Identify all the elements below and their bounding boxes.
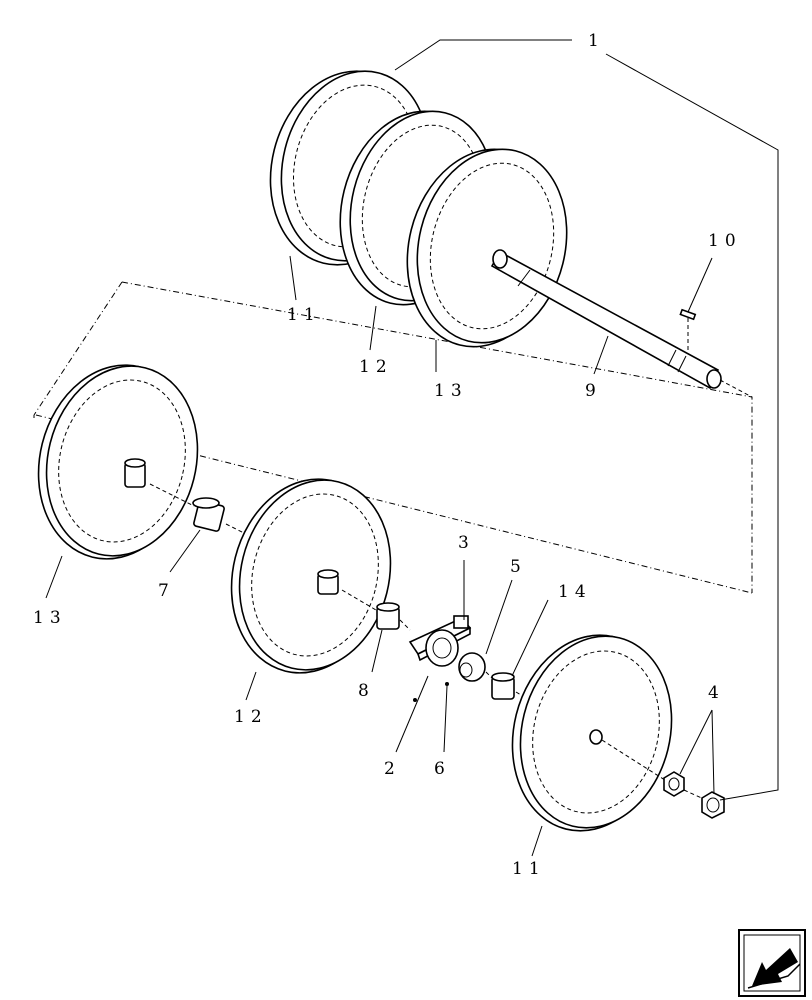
callout-10: 10 xyxy=(708,231,742,251)
bushing-8 xyxy=(376,602,400,630)
callout-12-mid: 12 xyxy=(234,707,268,727)
callout-11-bottom: 11 xyxy=(512,859,546,879)
disc-13-left xyxy=(37,364,199,560)
callout-13-left: 13 xyxy=(33,608,67,628)
bearing-housing-3 xyxy=(408,615,472,667)
callout-4: 4 xyxy=(708,683,725,703)
disc-12-mid xyxy=(230,478,392,674)
leader-lines xyxy=(45,39,779,857)
disc-11-bottom xyxy=(511,634,673,832)
nut-4a xyxy=(663,771,685,797)
back-arrow-icon[interactable] xyxy=(738,929,806,997)
callout-1: 1 xyxy=(588,31,605,51)
callout-13-top: 13 xyxy=(434,381,468,401)
callout-3: 3 xyxy=(458,533,475,553)
callout-2: 2 xyxy=(384,759,401,779)
shaft-9 xyxy=(490,249,722,390)
callout-7: 7 xyxy=(158,581,175,601)
callout-11-top: 11 xyxy=(287,305,321,325)
callout-14: 14 xyxy=(558,582,592,602)
nut-4b xyxy=(701,791,725,819)
callout-5: 5 xyxy=(510,557,527,577)
callout-12-top: 12 xyxy=(359,357,393,377)
key-10 xyxy=(679,308,697,321)
callout-6: 6 xyxy=(434,759,451,779)
disc-13-top xyxy=(406,148,568,348)
spacer-14 xyxy=(491,672,515,700)
callout-9: 9 xyxy=(585,381,602,401)
bearing-insert-5 xyxy=(458,652,486,682)
bolt-2 xyxy=(413,698,417,702)
spacer-7 xyxy=(192,497,225,532)
callout-8: 8 xyxy=(358,681,375,701)
bolt-6 xyxy=(445,682,449,686)
